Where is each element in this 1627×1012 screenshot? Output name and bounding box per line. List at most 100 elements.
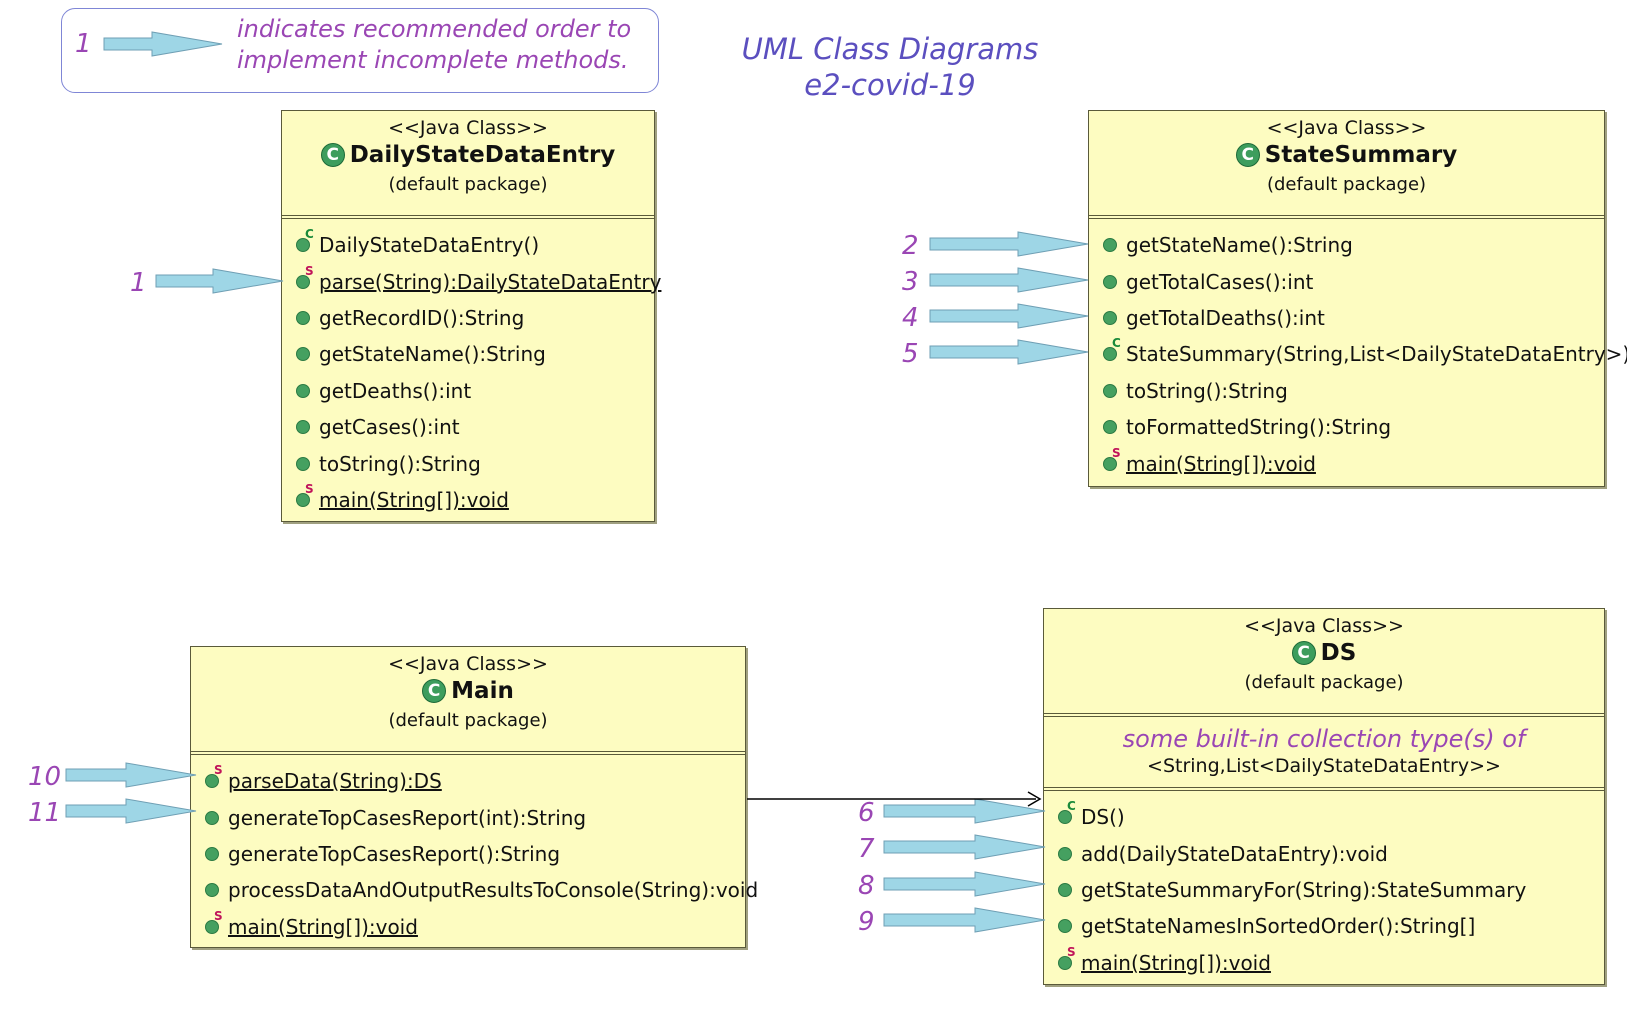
constructor-marker-icon: C — [305, 227, 314, 242]
class-name-row: C StateSummary — [1089, 142, 1604, 168]
method-row[interactable]: getTotalDeaths():int — [1089, 300, 1604, 336]
method-signature: DailyStateDataEntry() — [319, 233, 540, 258]
method-signature: main(String[]):void — [1126, 451, 1316, 476]
public-method-icon — [1103, 274, 1117, 289]
method-signature: getStateName():String — [1126, 233, 1353, 258]
class-name: Main — [451, 678, 514, 704]
method-signature: main(String[]):void — [319, 487, 509, 512]
public-method-icon — [1103, 420, 1117, 435]
attribute-type: <String,List<DailyStateDataEntry>> — [1147, 755, 1501, 777]
order-number-11: 11 — [28, 798, 62, 828]
class-header: <<Java Class>> C DailyStateDataEntry (de… — [282, 117, 654, 219]
public-method-icon — [296, 347, 310, 362]
method-signature: getCases():int — [319, 415, 460, 440]
class-icon: C — [320, 143, 345, 167]
public-method-icon — [1058, 882, 1072, 897]
method-row[interactable]: getStateNamesInSortedOrder():String[] — [1044, 908, 1604, 944]
method-signature: getStateName():String — [319, 342, 546, 367]
method-row[interactable]: getStateName():String — [1089, 227, 1604, 263]
public-method-icon — [205, 810, 219, 825]
package-label: (default package) — [1266, 174, 1427, 195]
public-method-icon: C — [296, 228, 314, 253]
public-method-icon — [296, 310, 310, 325]
method-row[interactable]: generateTopCasesReport(int):String — [191, 799, 745, 835]
method-row[interactable]: generateTopCasesReport():String — [191, 836, 745, 872]
class-ds[interactable]: <<Java Class>> C DS (default package) so… — [1043, 608, 1605, 985]
order-arrow-9 — [883, 907, 1046, 933]
class-header: <<Java Class>> C Main (default package) — [191, 653, 745, 755]
class-name-row: C DailyStateDataEntry — [282, 142, 654, 168]
constructor-marker-icon: C — [1112, 336, 1121, 351]
class-state-summary[interactable]: <<Java Class>> C StateSummary (default p… — [1088, 110, 1627, 487]
legend-arrow — [103, 31, 223, 57]
order-arrow-3 — [929, 267, 1089, 293]
public-method-icon — [296, 420, 310, 435]
diagram-title-line2: e2-covid-19 — [804, 68, 976, 102]
legend-text: indicates recommended order to implement… — [237, 14, 631, 76]
class-name: StateSummary — [1264, 142, 1458, 168]
order-number-7: 7 — [858, 834, 875, 864]
public-method-icon — [205, 883, 219, 898]
legend-box: 1 indicates recommended order to impleme… — [61, 8, 659, 93]
order-arrow-6 — [883, 798, 1046, 824]
method-signature: parse(String):DailyStateDataEntry — [319, 269, 662, 294]
method-signature: generateTopCasesReport():String — [228, 841, 561, 866]
public-method-icon — [1103, 238, 1117, 253]
class-main[interactable]: <<Java Class>> C Main (default package) … — [190, 646, 758, 948]
public-method-icon — [205, 846, 219, 861]
class-icon: C — [1235, 143, 1260, 167]
method-signature: parseData(String):DS — [228, 769, 442, 794]
order-number-10: 10 — [28, 762, 62, 792]
public-method-icon: C — [1103, 337, 1121, 362]
method-row[interactable]: add(DailyStateDataEntry):void — [1044, 835, 1604, 871]
method-list: getStateName():String getTotalCases():int… — [1089, 219, 1627, 482]
order-number-5: 5 — [902, 339, 919, 369]
public-method-icon — [1103, 310, 1117, 325]
method-signature: getTotalDeaths():int — [1126, 305, 1325, 330]
class-name-row: C Main — [191, 678, 745, 704]
public-method-icon: C — [1058, 800, 1076, 825]
stereotype-label: <<Java Class>> — [388, 117, 548, 139]
order-number-9: 9 — [858, 907, 875, 937]
method-signature: generateTopCasesReport(int):String — [228, 805, 587, 830]
method-row[interactable]: toString():String — [282, 445, 654, 481]
order-number-1: 1 — [130, 268, 147, 298]
package-label: (default package) — [1244, 672, 1404, 693]
method-row[interactable]: getStateName():String — [282, 336, 654, 372]
method-row[interactable]: getStateSummaryFor(String):StateSummary — [1044, 872, 1604, 908]
method-signature: add(DailyStateDataEntry):void — [1081, 841, 1388, 866]
method-signature: processDataAndOutputResultsToConsole(Str… — [228, 878, 759, 903]
method-row[interactable]: getCases():int — [282, 409, 654, 445]
class-icon: C — [422, 679, 447, 703]
class-icon: C — [1291, 641, 1316, 665]
method-row[interactable]: toFormattedString():String — [1089, 409, 1604, 445]
method-row[interactable]: getTotalCases():int — [1089, 263, 1604, 299]
method-signature: getRecordID():String — [319, 305, 525, 330]
method-row[interactable]: C DailyStateDataEntry() — [282, 227, 654, 263]
method-signature: main(String[]):void — [228, 914, 418, 939]
order-number-2: 2 — [902, 231, 919, 261]
order-number-6: 6 — [858, 798, 875, 828]
method-row[interactable]: processDataAndOutputResultsToConsole(Str… — [191, 872, 758, 908]
diagram-title-line1: UML Class Diagrams — [741, 32, 1039, 66]
class-daily-state-data-entry[interactable]: <<Java Class>> C DailyStateDataEntry (de… — [281, 110, 661, 522]
static-marker-icon: S — [305, 263, 314, 278]
method-row[interactable]: toString():String — [1089, 373, 1604, 409]
method-row[interactable]: getDeaths():int — [282, 373, 654, 409]
public-method-icon — [1103, 383, 1117, 398]
constructor-marker-icon: C — [1067, 799, 1076, 814]
public-method-icon — [1058, 846, 1072, 861]
method-row[interactable]: getRecordID():String — [282, 300, 654, 336]
attribute-compartment: some built-in collection type(s) of <Str… — [1044, 717, 1604, 791]
order-arrow-8 — [883, 871, 1046, 897]
